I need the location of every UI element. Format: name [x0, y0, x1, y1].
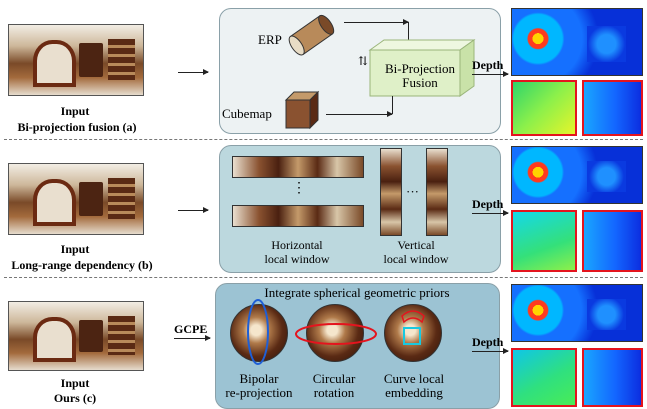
fusion-box — [360, 38, 478, 98]
input-panorama-b — [8, 163, 144, 235]
arrow-c-depth — [472, 348, 509, 354]
priors-title: Integrate spherical geometric priors — [264, 285, 450, 300]
arrow-b-depth — [472, 210, 509, 216]
arrow-c-gcpe — [174, 335, 211, 341]
bipolar-ring-icon — [247, 299, 269, 365]
depth-label-b: Depth — [472, 197, 504, 211]
horizontal-window-label: Horizontal local window — [264, 238, 330, 266]
arrow-erp-fusion — [344, 19, 409, 25]
caption-a: Bi-projection fusion (a) — [17, 120, 137, 134]
zoom-crop-b-right — [582, 210, 643, 272]
dots-horizontal: ··· — [406, 184, 419, 199]
horizontal-window-top — [232, 156, 364, 178]
sphere-bipolar — [230, 304, 288, 362]
caption-b: Long-range dependency (b) — [11, 258, 153, 272]
circular-label: Circular rotation — [312, 371, 356, 400]
dots-vertical: ⋮ — [292, 181, 306, 196]
zoom-crop-b-left — [511, 210, 577, 272]
depth-label-a: Depth — [472, 58, 504, 72]
sphere-curve — [384, 304, 442, 362]
sphere-circular — [306, 304, 364, 362]
arrow-down — [408, 22, 409, 40]
fusion-label: Bi-Projection Fusion — [384, 61, 456, 90]
erp-cylinder-icon — [282, 14, 342, 58]
arrow-cube-fusion — [326, 111, 393, 117]
cubemap-cube-icon — [282, 90, 322, 130]
depth-map-c — [511, 284, 643, 342]
depth-map-b — [511, 146, 643, 204]
separator-1 — [4, 139, 643, 140]
curve-patch-icon — [401, 310, 425, 345]
bipolar-label: Bipolar re-projection — [225, 371, 293, 400]
horizontal-window-bottom — [232, 205, 364, 227]
arrow-a-depth — [472, 71, 509, 77]
separator-2 — [4, 277, 643, 278]
zoom-crop-a-left — [511, 80, 577, 136]
depth-map-a — [511, 8, 643, 76]
input-panorama-a — [8, 24, 144, 96]
erp-label: ERP — [258, 32, 282, 47]
input-label-c: Input — [60, 376, 90, 390]
caption-c: Ours (c) — [53, 391, 97, 405]
input-panorama-c — [8, 301, 144, 371]
gcpe-label: GCPE — [174, 322, 208, 336]
arrow-up — [392, 96, 393, 114]
zoom-crop-c-left — [511, 348, 577, 407]
cubemap-label: Cubemap — [222, 106, 272, 121]
circular-ring-icon — [295, 323, 377, 345]
arrow-b-1 — [178, 207, 209, 213]
zoom-crop-a-right — [582, 80, 643, 136]
vertical-window-label: Vertical local window — [383, 238, 449, 266]
arrow-a-1 — [178, 69, 209, 75]
vertical-window-right — [426, 148, 448, 236]
curve-label: Curve local embedding — [383, 371, 445, 400]
input-label-b: Input — [60, 242, 90, 256]
fusion-updown-icon: ⇅ — [358, 54, 369, 68]
depth-label-c: Depth — [472, 335, 504, 349]
zoom-crop-c-right — [582, 348, 643, 407]
input-label-a: Input — [60, 104, 90, 118]
vertical-window-left — [380, 148, 402, 236]
